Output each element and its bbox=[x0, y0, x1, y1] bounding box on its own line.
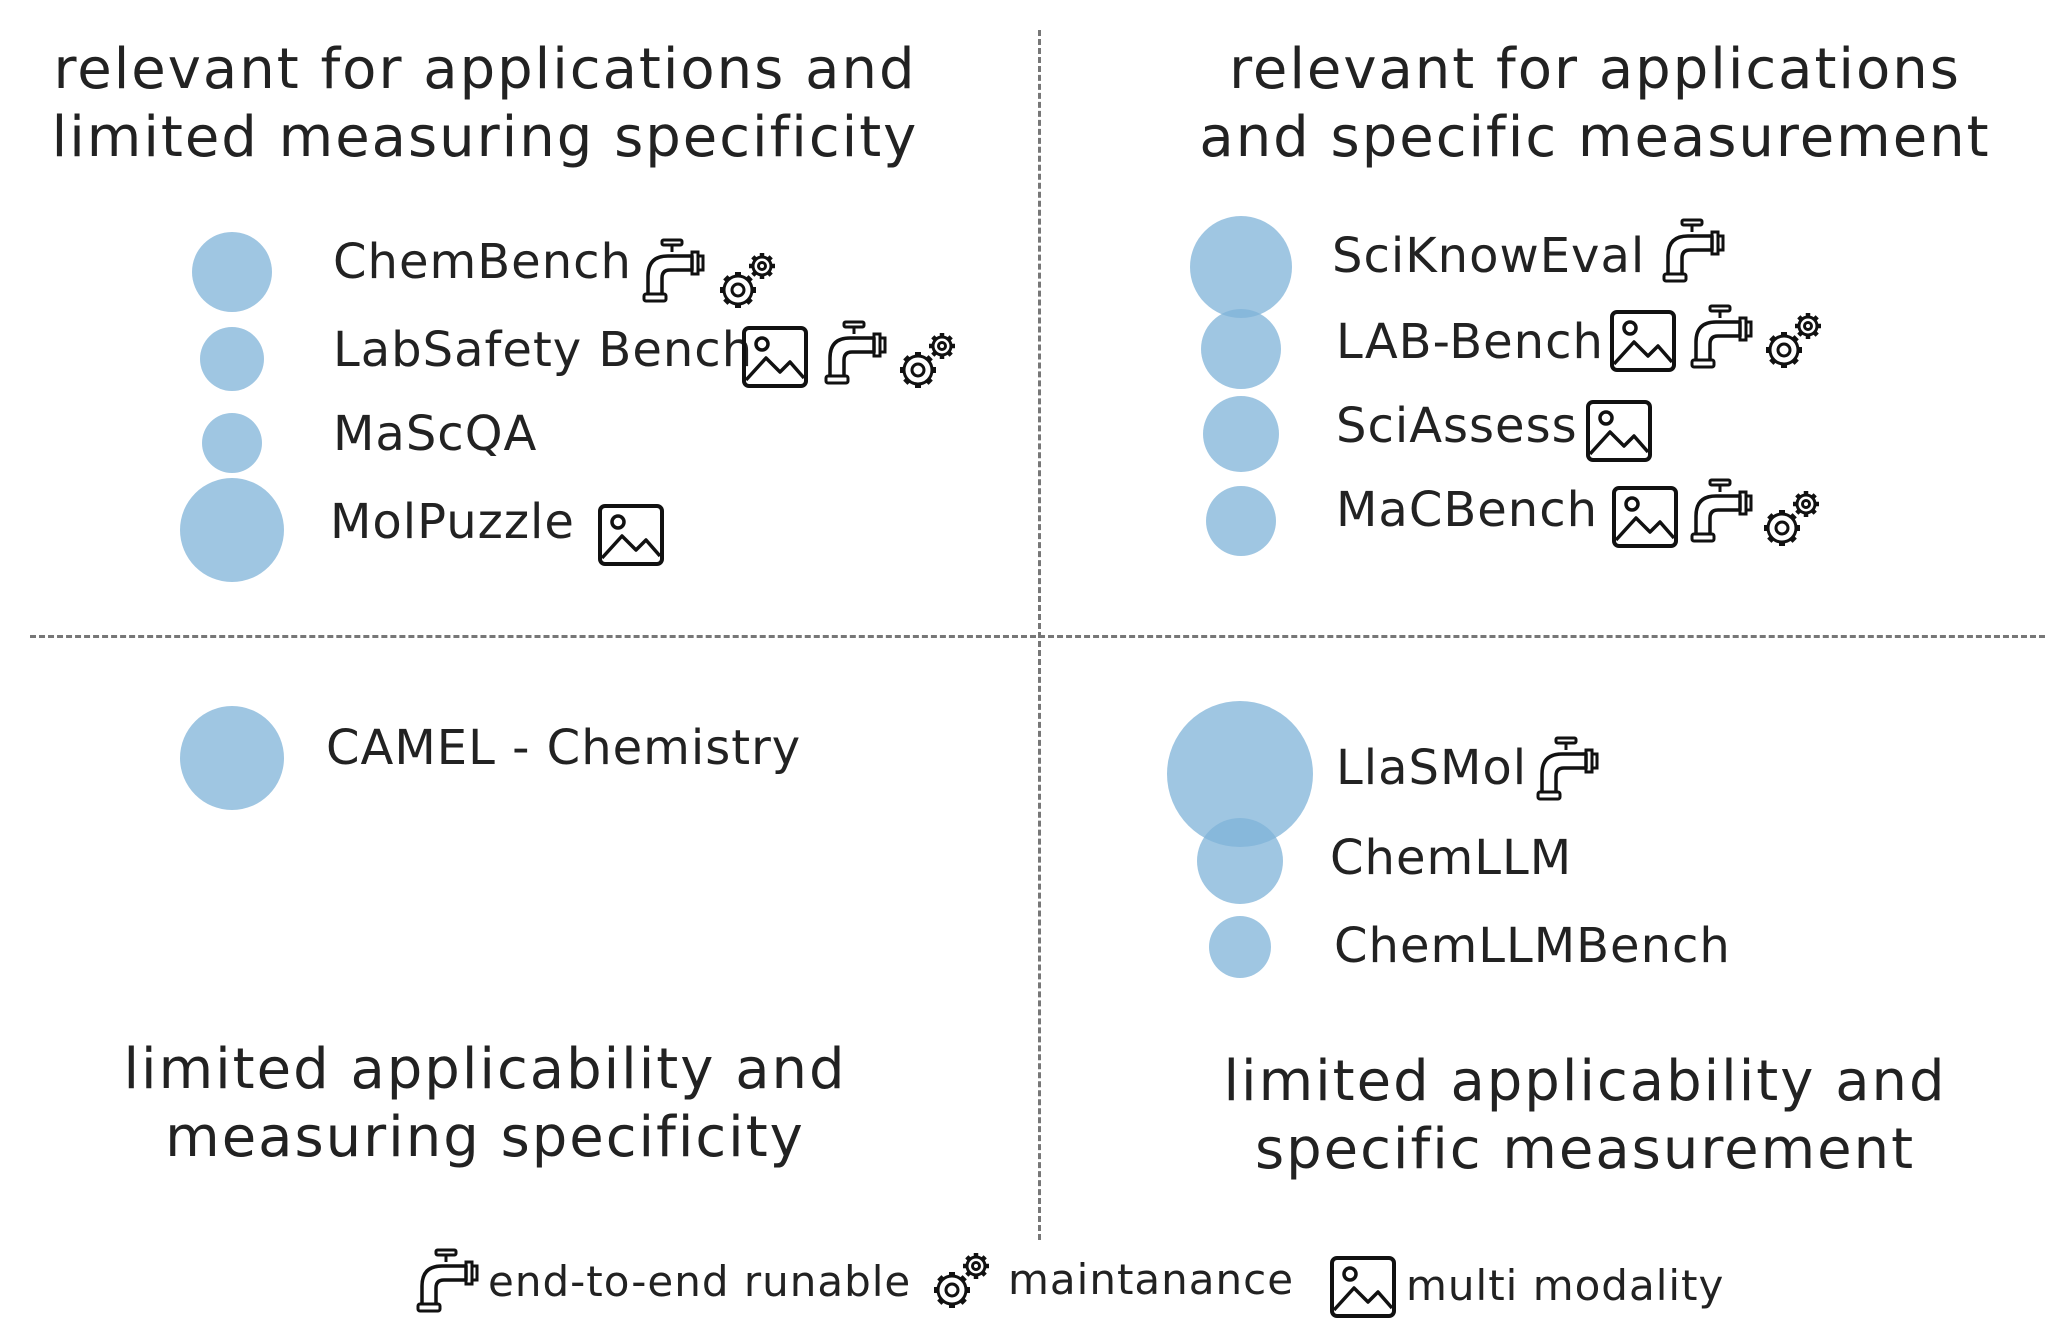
legend-label-multi-modality: multi modality bbox=[1406, 1261, 1725, 1310]
quadrant-title-line: specific measurement bbox=[1254, 1117, 1916, 1182]
quadrant-title-bottom-left: limited applicability and measuring spec… bbox=[30, 1036, 940, 1172]
label-macbench: MaCBench bbox=[1336, 482, 1599, 538]
bubble-sciknoweval bbox=[1190, 216, 1292, 318]
bubble-lab-bench bbox=[1201, 309, 1281, 389]
bubble-camel-chemistry bbox=[180, 706, 284, 810]
label-chemllmbench: ChemLLMBench bbox=[1334, 918, 1731, 974]
label-camel-chemistry: CAMEL - Chemistry bbox=[326, 720, 802, 776]
faucet-icon bbox=[1656, 216, 1726, 286]
gear-icon bbox=[1756, 484, 1826, 554]
label-sciknoweval: SciKnowEval bbox=[1332, 228, 1646, 284]
quadrant-title-line: limited applicability and bbox=[123, 1037, 847, 1102]
image-icon bbox=[1610, 482, 1680, 552]
label-chembench: ChemBench bbox=[333, 234, 632, 290]
quadrant-title-line: measuring specificity bbox=[165, 1105, 805, 1170]
label-chemllm: ChemLLM bbox=[1330, 830, 1573, 886]
bubble-macbench bbox=[1206, 486, 1276, 556]
quadrant-title-line: relevant for applications and bbox=[53, 37, 917, 102]
faucet-icon bbox=[818, 318, 888, 388]
quadrant-title-top-left: relevant for applications and limited me… bbox=[30, 36, 940, 172]
bubble-chemllm bbox=[1197, 818, 1283, 904]
faucet-icon bbox=[410, 1246, 480, 1316]
legend-label-maintanance: maintanance bbox=[1008, 1255, 1295, 1304]
gear-icon bbox=[892, 326, 962, 396]
quadrant-title-line: and specific measurement bbox=[1199, 105, 1991, 170]
image-icon bbox=[1584, 396, 1654, 466]
label-mascqa: MaScQA bbox=[333, 406, 538, 462]
quadrant-title-line: relevant for applications bbox=[1229, 37, 1961, 102]
bubble-molpuzzle bbox=[180, 478, 284, 582]
image-icon bbox=[740, 322, 810, 392]
bubble-chembench bbox=[192, 232, 272, 312]
faucet-icon bbox=[1684, 476, 1754, 546]
faucet-icon bbox=[636, 236, 706, 306]
label-molpuzzle: MolPuzzle bbox=[330, 494, 575, 550]
label-lab-bench: LAB-Bench bbox=[1336, 314, 1604, 370]
label-labsafety-bench: LabSafety Bench bbox=[333, 322, 754, 378]
image-icon bbox=[1328, 1252, 1398, 1322]
gear-icon bbox=[1758, 306, 1828, 376]
label-llasmol: LlaSMol bbox=[1336, 740, 1528, 796]
quadrant-title-bottom-right: limited applicability and specific measu… bbox=[1130, 1048, 2040, 1184]
legend-label-end-to-end-runable: end-to-end runable bbox=[488, 1257, 912, 1306]
bubble-sciassess bbox=[1203, 396, 1279, 472]
label-sciassess: SciAssess bbox=[1336, 398, 1578, 454]
image-icon bbox=[596, 500, 666, 570]
gear-icon bbox=[712, 246, 782, 316]
gear-icon bbox=[926, 1246, 996, 1316]
quadrant-title-line: limited applicability and bbox=[1223, 1049, 1947, 1114]
faucet-icon bbox=[1530, 734, 1600, 804]
quadrant-title-top-right: relevant for applications and specific m… bbox=[1140, 36, 2050, 172]
bubble-chemllmbench bbox=[1209, 916, 1271, 978]
bubble-mascqa bbox=[202, 413, 262, 473]
image-icon bbox=[1608, 306, 1678, 376]
bubble-labsafety-bench bbox=[200, 327, 264, 391]
faucet-icon bbox=[1684, 302, 1754, 372]
quadrant-title-line: limited measuring specificity bbox=[51, 105, 919, 170]
horizontal-divider bbox=[30, 635, 2045, 638]
